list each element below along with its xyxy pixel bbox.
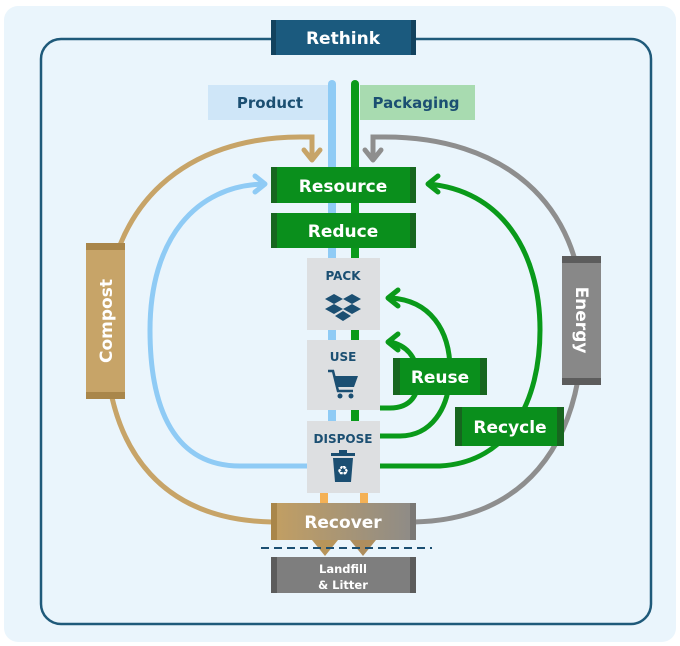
product-label: Product bbox=[237, 94, 303, 112]
svg-text:♻: ♻ bbox=[337, 464, 349, 479]
use-label: USE bbox=[330, 350, 357, 364]
packaging-label: Packaging bbox=[373, 94, 460, 112]
recycle-label: Recycle bbox=[473, 418, 546, 438]
dispose-box: DISPOSE ♻ bbox=[307, 421, 380, 493]
energy-arrowhead-icon bbox=[362, 147, 384, 163]
energy-label: Energy bbox=[571, 287, 591, 354]
use-box: USE bbox=[307, 340, 380, 410]
recycle-box: Recycle bbox=[455, 407, 564, 446]
recycle-arrowhead-icon bbox=[425, 173, 441, 195]
resource-box: Resource bbox=[271, 167, 416, 203]
reuse-label: Reuse bbox=[411, 368, 469, 388]
product-label-bg bbox=[208, 85, 328, 120]
landfill-label-line2: & Litter bbox=[318, 578, 368, 592]
compost-arrowhead-icon bbox=[301, 147, 323, 163]
landfill-litter-box: Landfill & Litter bbox=[271, 557, 416, 593]
recycle-bin-icon: ♻ bbox=[331, 450, 355, 482]
rethink-label: Rethink bbox=[306, 29, 381, 49]
reduce-label: Reduce bbox=[308, 222, 379, 242]
energy-box: Energy bbox=[562, 256, 601, 385]
landfill-label-line1: Landfill bbox=[319, 562, 367, 576]
box-icon bbox=[325, 294, 361, 321]
recycle-loop-line bbox=[380, 181, 543, 469]
reuse-outer-arrowhead-icon bbox=[385, 287, 401, 309]
dispose-to-recover-connector-left bbox=[320, 493, 328, 503]
pack-box: PACK bbox=[307, 258, 380, 330]
recover-box: Recover bbox=[271, 503, 416, 556]
product-return-loop-line bbox=[147, 181, 308, 469]
dispose-label: DISPOSE bbox=[314, 432, 373, 446]
compost-label: Compost bbox=[97, 279, 117, 363]
reduce-box: Reduce bbox=[271, 213, 416, 248]
resource-label: Resource bbox=[299, 177, 388, 197]
reuse-box: Reuse bbox=[393, 358, 487, 395]
product-return-arrowhead-icon bbox=[252, 173, 268, 195]
reuse-inner-arrowhead-icon bbox=[385, 331, 401, 353]
recover-label: Recover bbox=[304, 513, 382, 533]
rethink-box: Rethink bbox=[271, 20, 416, 55]
pack-label: PACK bbox=[325, 269, 361, 283]
compost-box: Compost bbox=[86, 243, 125, 399]
dispose-to-recover-connector-right bbox=[360, 493, 368, 503]
shopping-cart-icon bbox=[328, 369, 358, 399]
packaging-label-bg bbox=[360, 85, 475, 120]
